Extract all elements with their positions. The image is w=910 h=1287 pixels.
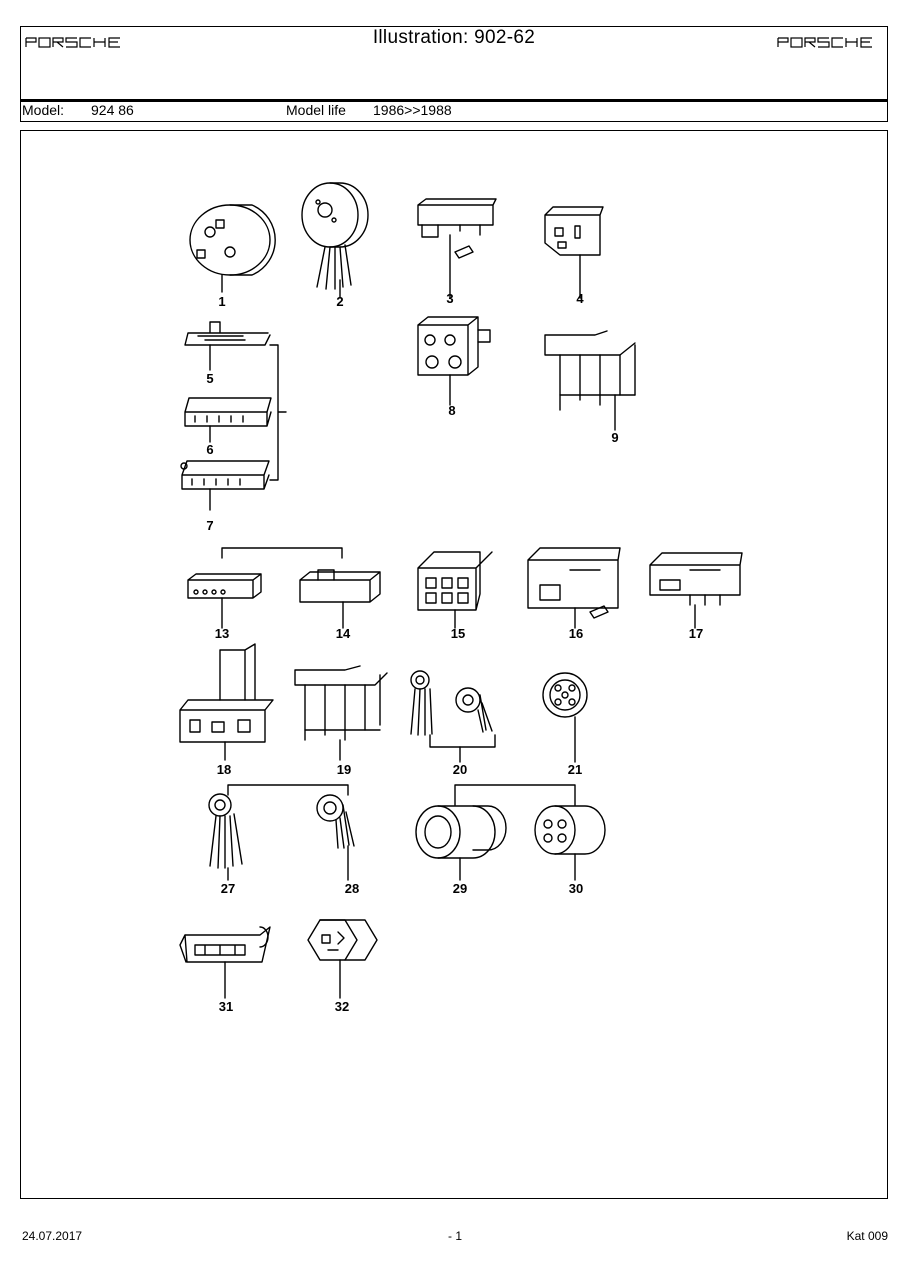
- illustration-frame: [20, 130, 888, 1199]
- footer-catalog: Kat 009: [846, 1229, 888, 1243]
- group-bracket-27-28: [227, 784, 349, 796]
- part-7-strip-icon: [180, 460, 270, 511]
- part-30-cylinder-plug-icon: [534, 805, 606, 881]
- part-label-16: 16: [569, 626, 583, 641]
- part-label-18: 18: [217, 762, 231, 777]
- part-6-strip-icon: [184, 397, 272, 443]
- model-value: 924 86: [91, 102, 134, 118]
- part-label-13: 13: [215, 626, 229, 641]
- part-label-19: 19: [337, 762, 351, 777]
- part-label-4: 4: [576, 291, 584, 306]
- page-title: Illustration: 902-62: [372, 27, 536, 48]
- part-3-housing-icon: [417, 198, 497, 299]
- part-label-27: 27: [221, 881, 235, 896]
- part-label-6: 6: [206, 442, 213, 457]
- part-label-15: 15: [451, 626, 465, 641]
- part-label-31: 31: [219, 999, 233, 1014]
- header-divider: [21, 99, 887, 102]
- part-label-7: 7: [206, 518, 213, 533]
- part-label-32: 32: [335, 999, 349, 1014]
- part-label-14: 14: [336, 626, 351, 641]
- part-label-28: 28: [345, 881, 359, 896]
- part-label-3: 3: [446, 291, 453, 306]
- part-9-clip-housing-icon: [544, 330, 636, 431]
- part-16-housing-icon: [527, 547, 621, 629]
- part-15-housing-icon: [417, 551, 493, 629]
- group-bracket-13-14: [221, 547, 343, 559]
- part-1-round-socket-icon: [189, 204, 276, 293]
- illustration-header: Illustration: 902-62 Model: 924 86 Model…: [20, 26, 888, 122]
- part-31-flat-housing-icon: [179, 926, 271, 999]
- part-label-17: 17: [689, 626, 703, 641]
- porsche-logo-right: [777, 37, 872, 48]
- part-8-housing-icon: [417, 316, 491, 406]
- part-20-wired-socket-pair-icon: [410, 670, 496, 763]
- part-label-21: 21: [568, 762, 582, 777]
- parts-drawing: 1 2 3 4 5 6 7 8 9 13 14 15 16 17 18 19 2…: [179, 182, 743, 1014]
- part-label-9: 9: [611, 430, 618, 445]
- model-label: Model:: [22, 102, 65, 118]
- part-2-round-socket-wired-icon: [301, 182, 369, 299]
- group-bracket-5-7: [269, 344, 287, 481]
- part-14-plug-icon: [299, 569, 381, 629]
- part-27-wired-socket-icon: [208, 793, 243, 881]
- part-28-wired-socket-icon: [316, 794, 355, 881]
- footer-date: 24.07.2017: [22, 1229, 83, 1243]
- part-21-round-socket-icon: [542, 672, 588, 763]
- model-life-label: Model life: [286, 102, 346, 118]
- part-19-clip-housing-icon: [294, 665, 388, 761]
- part-label-20: 20: [453, 762, 467, 777]
- part-17-housing-icon: [649, 552, 743, 629]
- part-4-relay-socket-icon: [544, 206, 604, 299]
- footer-page-number: - 1: [447, 1229, 462, 1243]
- part-label-5: 5: [206, 371, 213, 386]
- part-29-cylinder-plug-icon: [415, 805, 507, 881]
- part-label-30: 30: [569, 881, 583, 896]
- part-13-strip-icon: [187, 573, 262, 629]
- part-5-strip-icon: [184, 321, 271, 371]
- group-bracket-29-30: [454, 784, 576, 806]
- part-label-1: 1: [218, 294, 225, 309]
- part-label-2: 2: [336, 294, 343, 309]
- part-label-29: 29: [453, 881, 467, 896]
- porsche-logo-left: [25, 37, 120, 48]
- part-32-hex-socket-icon: [307, 919, 378, 999]
- part-18-clip-housing-icon: [179, 643, 274, 761]
- model-life-value: 1986>>1988: [373, 102, 452, 118]
- part-label-8: 8: [448, 403, 455, 418]
